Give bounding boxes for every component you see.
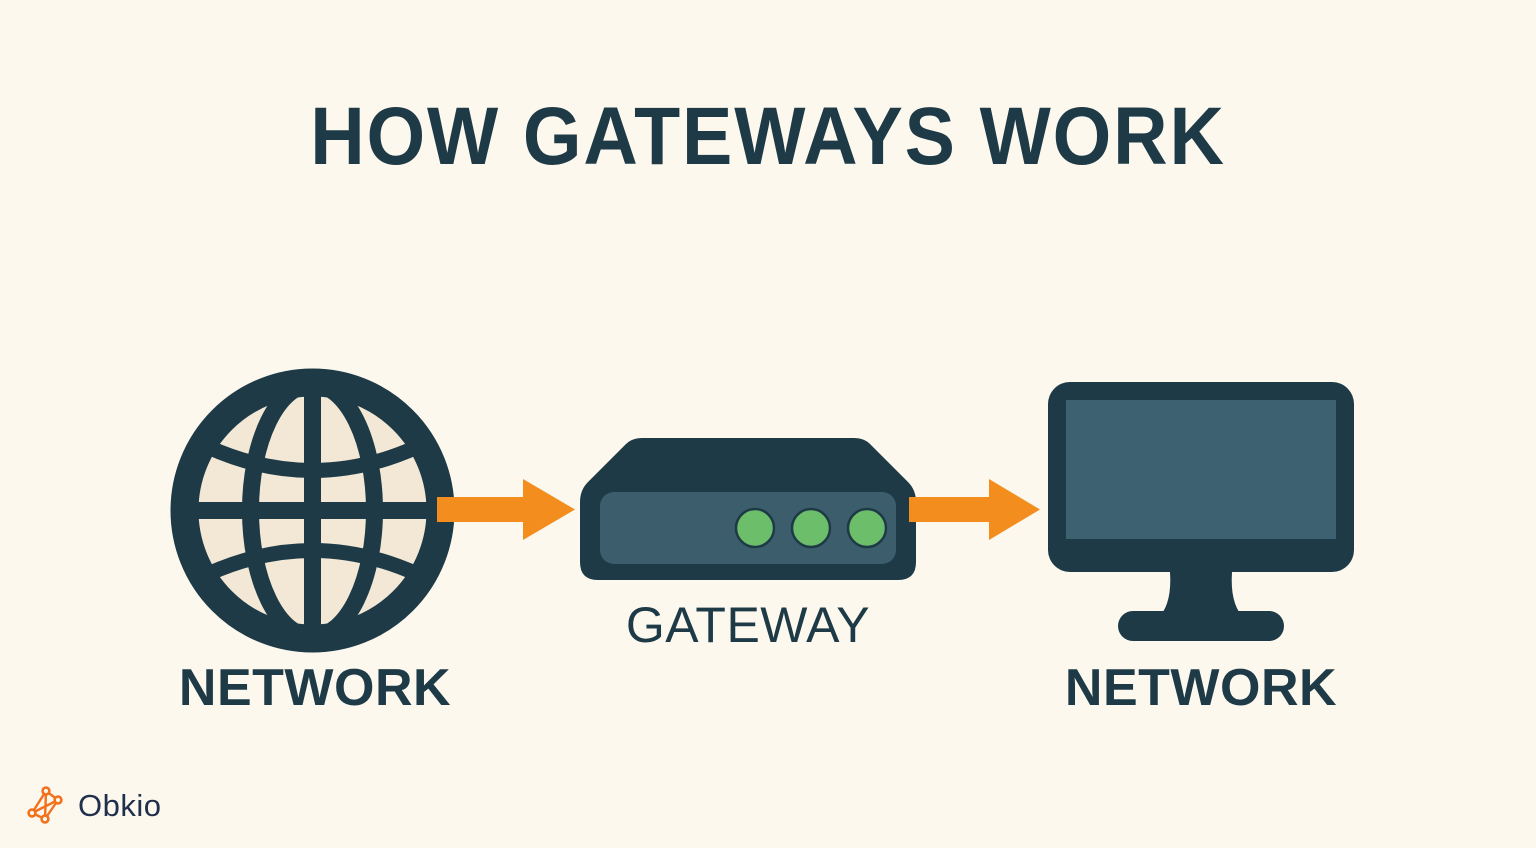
globe-icon xyxy=(170,368,455,653)
obkio-wordmark: Obkio xyxy=(78,787,162,823)
connector-arrow-left xyxy=(437,477,577,542)
gateway-node xyxy=(578,436,918,582)
gateway-status-leds xyxy=(734,507,888,549)
arrow-right-icon xyxy=(909,479,1040,540)
network-right-node xyxy=(1046,380,1356,645)
page-title: HOW GATEWAYS WORK xyxy=(310,91,1226,182)
arrow-right-icon xyxy=(437,479,575,540)
network-left-label: NETWORK xyxy=(178,659,452,717)
network-left-node xyxy=(170,368,455,653)
network-right-label: NETWORK xyxy=(1064,659,1338,717)
gateway-device-icon xyxy=(580,438,916,580)
node-graph-icon xyxy=(27,786,63,824)
monitor-icon xyxy=(1048,382,1354,641)
connector-arrow-right xyxy=(909,477,1042,542)
obkio-logo: Obkio xyxy=(24,784,161,826)
gateway-label: GATEWAY xyxy=(625,597,871,653)
